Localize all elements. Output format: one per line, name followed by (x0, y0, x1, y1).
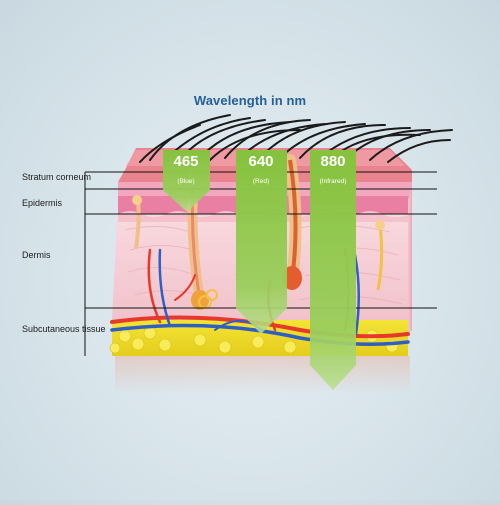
bar-infrared-penetration (310, 150, 356, 390)
bar-value-red: 640 (248, 153, 274, 170)
block-reflection (115, 356, 410, 394)
bar-note-blue: (Blue) (177, 178, 195, 185)
layer-label-dermis: Dermis (22, 250, 51, 260)
layer-label-epidermis: Epidermis (22, 198, 63, 208)
bar-value-blue: 465 (173, 153, 199, 170)
layer-label-subcutaneous: Subcutaneous tissue (22, 324, 106, 334)
blood-vessels (110, 248, 410, 346)
diagram-title: Wavelength in nm (193, 93, 307, 108)
layer-label-stratum-corneum: Stratum corneum (22, 172, 92, 182)
bar-note-red: (Red) (252, 178, 270, 185)
bar-blue-penetration (163, 150, 210, 212)
bar-value-infrared: 880 (320, 153, 346, 170)
bar-red-penetration (236, 150, 287, 334)
bar-note-infrared: (Infrared) (319, 178, 347, 185)
wavelength-bars (163, 150, 356, 390)
